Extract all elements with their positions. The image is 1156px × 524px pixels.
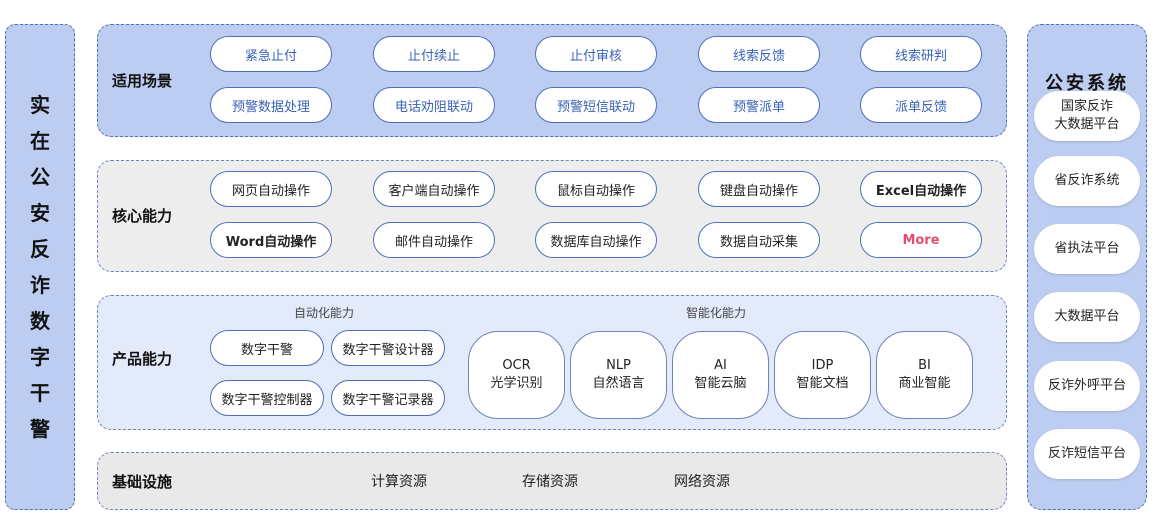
more-pill: More [860, 222, 982, 258]
core-section: 核心能力 网页自动操作 客户端自动操作 鼠标自动操作 键盘自动操作 Excel自… [97, 160, 1007, 272]
left-title-char: 数 [30, 309, 50, 333]
left-title-char: 诈 [30, 273, 50, 297]
smart-capability-abbr: OCR [502, 358, 531, 373]
left-title-char: 干 [30, 381, 50, 405]
left-title-char: 实 [30, 93, 50, 117]
left-title-char: 字 [30, 345, 50, 369]
product-title: 产品能力 [112, 350, 173, 368]
system-item: 省执法平台 [1034, 224, 1140, 274]
smart-capability-desc: 智能文档 [796, 376, 849, 391]
auto-pill: 数字干警设计器 [331, 330, 445, 366]
infra-section: 基础设施 计算资源 存储资源 网络资源 [97, 452, 1007, 510]
smart-capability-abbr: NLP [606, 358, 631, 373]
smart-capability-ocr: OCR 光学识别 [468, 331, 565, 419]
product-section: 产品能力 自动化能力 智能化能力 数字干警 数字干警设计器 数字干警控制器 数字… [97, 295, 1007, 430]
smart-capability-nlp: NLP 自然语言 [570, 331, 667, 419]
scene-pill: 派单反馈 [860, 87, 982, 123]
infra-resource: 存储资源 [522, 474, 578, 490]
scene-pill: 预警短信联动 [535, 87, 657, 123]
smart-capability-abbr: IDP [811, 358, 834, 373]
infra-title: 基础设施 [112, 473, 173, 491]
smart-capability-label: 智能化能力 [686, 306, 747, 320]
scene-pill: 预警派单 [698, 87, 820, 123]
scene-pill: 预警数据处理 [210, 87, 332, 123]
core-title: 核心能力 [112, 207, 173, 225]
smart-capability-bi: BI 商业智能 [876, 331, 973, 419]
smart-capability-abbr: BI [918, 358, 931, 373]
scene-pill: 止付审核 [535, 36, 657, 72]
smart-capability-desc: 商业智能 [898, 376, 951, 391]
core-pill: 键盘自动操作 [698, 171, 820, 207]
auto-pill: 数字干警记录器 [331, 380, 445, 416]
scene-pill: 止付续止 [373, 36, 495, 72]
infra-resource: 计算资源 [371, 474, 427, 490]
core-pill: Word自动操作 [210, 222, 332, 258]
scenes-section: 适用场景 紧急止付 止付续止 止付审核 线索反馈 线索研判 预警数据处理 电话劝… [97, 24, 1007, 137]
core-pill: 邮件自动操作 [373, 222, 495, 258]
left-title-char: 反 [30, 237, 50, 261]
core-pill: 数据库自动操作 [535, 222, 657, 258]
smart-capability-desc: 智能云脑 [694, 376, 747, 391]
system-item: 大数据平台 [1034, 292, 1140, 342]
scene-pill: 线索反馈 [698, 36, 820, 72]
smart-capability-desc: 自然语言 [592, 376, 645, 391]
scenes-title: 适用场景 [112, 72, 173, 90]
smart-capability-idp: IDP 智能文档 [774, 331, 871, 419]
left-title-char: 安 [30, 201, 50, 225]
core-pill: 鼠标自动操作 [535, 171, 657, 207]
system-item: 反诈短信平台 [1034, 429, 1140, 479]
auto-pill: 数字干警 [210, 330, 324, 366]
core-pill: 客户端自动操作 [373, 171, 495, 207]
left-title-char: 公 [30, 165, 50, 189]
scene-pill: 线索研判 [860, 36, 982, 72]
system-item: 省反诈系统 [1034, 156, 1140, 206]
police-system-panel: 公安系统 国家反诈 大数据平台 省反诈系统 省执法平台 大数据平台 反诈外呼平台… [1027, 24, 1147, 510]
left-title-panel: 实 在 公 安 反 诈 数 字 干 警 [5, 24, 75, 510]
core-pill: Excel自动操作 [860, 171, 982, 207]
system-item: 反诈外呼平台 [1034, 361, 1140, 411]
infra-resource: 网络资源 [674, 474, 730, 490]
smart-capability-ai: AI 智能云脑 [672, 331, 769, 419]
smart-capability-desc: 光学识别 [490, 376, 543, 391]
auto-pill: 数字干警控制器 [210, 380, 324, 416]
auto-capability-label: 自动化能力 [294, 306, 355, 320]
smart-capability-abbr: AI [714, 358, 727, 373]
police-system-title: 公安系统 [1045, 73, 1129, 94]
core-pill: 网页自动操作 [210, 171, 332, 207]
left-title-char: 警 [30, 417, 50, 441]
system-item: 国家反诈 大数据平台 [1034, 91, 1140, 141]
core-pill: 数据自动采集 [698, 222, 820, 258]
left-title-char: 在 [30, 129, 50, 153]
scene-pill: 紧急止付 [210, 36, 332, 72]
scene-pill: 电话劝阻联动 [373, 87, 495, 123]
